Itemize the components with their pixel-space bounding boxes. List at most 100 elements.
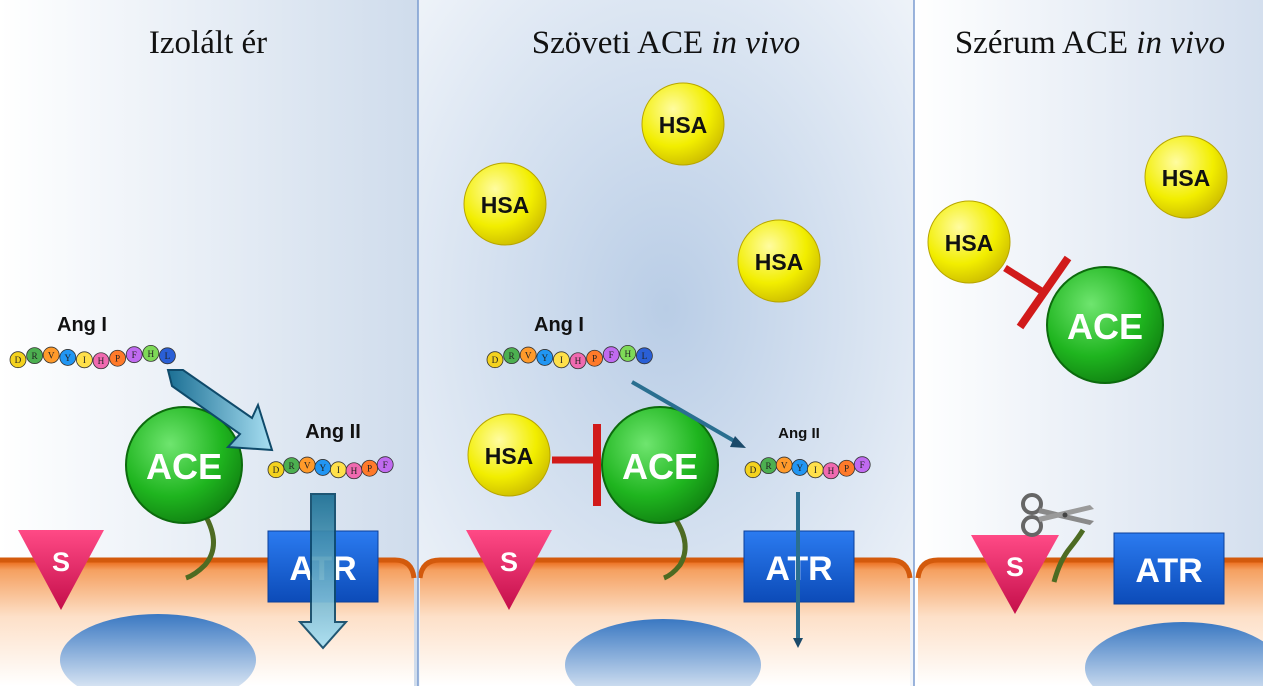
hsa-inhibitor-panel-3: HSA	[927, 200, 1011, 284]
s-label: S	[1006, 552, 1024, 582]
residue-letter: P	[367, 464, 372, 474]
conversion-arrow-panel-1	[166, 369, 274, 452]
residue-bead	[553, 351, 570, 369]
ace-cleaved-anchor	[1051, 528, 1086, 583]
residue-letter: P	[115, 354, 120, 364]
residue-letter: Y	[319, 463, 326, 473]
ace-label: ACE	[146, 446, 222, 487]
hsa-label: HSA	[659, 112, 708, 138]
residue-bead	[376, 456, 394, 474]
ace-anchor-panel-2	[663, 518, 688, 581]
residue-letter: D	[15, 355, 22, 365]
residue-letter: F	[609, 350, 614, 360]
hsa-label: HSA	[755, 249, 804, 275]
ang1-label: Ang I	[57, 314, 107, 336]
residue-letter: H	[98, 356, 105, 366]
residue-bead	[636, 347, 653, 365]
residue-letter: R	[32, 351, 39, 361]
residue-letter: V	[48, 350, 55, 360]
residue-letter: P	[592, 354, 597, 364]
nucleus-panel-1	[60, 614, 256, 686]
residue-letter: I	[814, 465, 817, 475]
residue-letter: V	[304, 460, 311, 470]
panel-2-title: Szöveti ACE in vivo	[532, 25, 801, 61]
residue-letter: V	[781, 460, 788, 470]
residue-bead	[26, 347, 43, 365]
residue-letter: H	[624, 349, 631, 359]
conversion-arrow-panel-2	[631, 380, 746, 448]
ace-anchor-panel-1	[185, 513, 216, 581]
residue-bead	[569, 352, 587, 370]
residue-bead	[109, 349, 126, 367]
panel-3-title: Szérum ACE in vivo	[955, 25, 1225, 61]
ang1-label: Ang I	[534, 314, 584, 336]
atr-receptor-panel-3: ATR	[1113, 532, 1225, 605]
residue-letter: H	[147, 349, 154, 359]
ace-enzyme-panel-2: ACE	[601, 406, 719, 524]
signal-arrow-panel-1	[297, 493, 349, 650]
hsa-label: HSA	[481, 192, 530, 218]
residue-bead	[586, 349, 603, 367]
ang2-label: Ang II	[778, 425, 820, 442]
residue-bead	[486, 351, 504, 369]
residue-bead	[76, 351, 93, 369]
residue-letter: V	[525, 350, 532, 360]
ace-enzyme-panel-1: ACE	[125, 406, 243, 524]
residue-letter: F	[132, 350, 137, 360]
residue-bead	[744, 461, 762, 479]
hsa-molecule-left: HSA	[463, 162, 547, 246]
inhibition-symbol-panel-3	[1003, 255, 1072, 330]
hsa-label: HSA	[1162, 165, 1211, 191]
residue-bead	[619, 345, 637, 362]
residue-bead	[267, 461, 285, 479]
hsa-inhibitor-panel-2: HSA	[467, 413, 551, 497]
residue-letter: I	[337, 465, 340, 475]
residue-letter: D	[273, 465, 280, 475]
residue-letter: D	[750, 465, 757, 475]
residue-letter: H	[351, 466, 358, 476]
residue-letter: I	[83, 355, 86, 365]
hsa-molecule-top: HSA	[641, 82, 725, 166]
s-receptor-panel-2: S	[466, 530, 552, 610]
hsa-label: HSA	[485, 443, 534, 469]
s-label: S	[500, 547, 518, 577]
residue-letter: Y	[541, 353, 548, 363]
residue-bead	[92, 352, 110, 370]
residue-letter: R	[289, 461, 296, 471]
residue-bead	[602, 346, 620, 364]
s-receptor-panel-3: S	[971, 535, 1059, 614]
residue-bead	[503, 347, 521, 365]
nucleus-panel-2	[565, 619, 761, 686]
residue-letter: F	[860, 460, 865, 470]
ang2-label: Ang II	[305, 421, 361, 443]
inhibition-symbol-panel-2	[552, 424, 601, 506]
residue-bead	[853, 456, 871, 474]
residue-letter: P	[844, 464, 849, 474]
residue-letter: L	[165, 351, 171, 361]
ace-label: ACE	[1067, 306, 1143, 347]
residue-letter: D	[492, 355, 499, 365]
s-receptor-panel-1: S	[18, 530, 104, 610]
hsa-molecule-right: HSA	[737, 219, 821, 303]
residue-letter: F	[383, 460, 388, 470]
residue-bead	[125, 346, 143, 364]
residue-letter: Y	[796, 463, 803, 473]
residue-bead	[519, 346, 537, 364]
residue-bead	[142, 345, 160, 362]
ace-label: ACE	[622, 446, 698, 487]
residue-bead	[9, 351, 27, 369]
nucleus-panel-3	[1085, 622, 1263, 686]
residue-bead	[536, 349, 554, 366]
residue-letter: H	[575, 356, 582, 366]
residue-letter: Y	[64, 353, 71, 363]
atr-label: ATR	[1135, 552, 1202, 590]
residue-bead	[42, 346, 60, 364]
residue-letter: I	[560, 355, 563, 365]
residue-bead	[59, 349, 77, 366]
hsa-molecule-panel-3: HSA	[1144, 135, 1228, 219]
signal-arrow-panel-2	[793, 492, 803, 648]
